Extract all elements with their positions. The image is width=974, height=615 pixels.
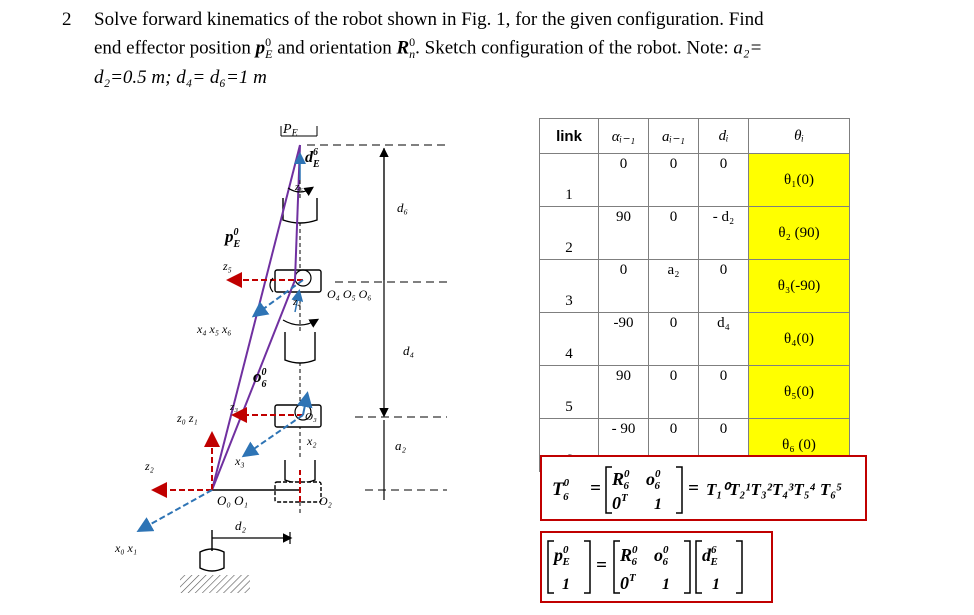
label-z5: z₅ xyxy=(222,259,232,273)
label-z2: z₂ xyxy=(144,459,154,473)
label-z3: z₃ xyxy=(229,401,238,413)
label-o2: O₂ xyxy=(319,494,332,508)
table-header-row: link αᵢ₋₁ aᵢ₋₁ dᵢ θᵢ xyxy=(539,118,850,154)
svg-text:1: 1 xyxy=(662,576,670,593)
cell-theta: θ₄(0) xyxy=(748,312,850,366)
x-axis-3 xyxy=(241,414,304,458)
svg-text:R06: R06 xyxy=(619,544,638,568)
svg-text:p0E: p0E xyxy=(552,544,570,568)
cell-alpha: 0 xyxy=(598,259,649,313)
svg-text:=: = xyxy=(688,478,699,499)
header-a: aᵢ₋₁ xyxy=(648,118,699,154)
label-z4: z₄ xyxy=(292,296,301,308)
label-d2: d₂ xyxy=(235,518,247,533)
table-row: 3 0 a₂ 0 θ₃(-90) xyxy=(539,259,850,313)
cell-a: 0 xyxy=(648,153,699,207)
cell-alpha: 90 xyxy=(598,365,649,419)
cell-theta: θ₁(0) xyxy=(748,153,850,207)
label-a2: a₂ xyxy=(395,438,407,453)
table-row: 2 90 0 - d₂ θ₂ (90) xyxy=(539,206,850,260)
orientation-symbol: R xyxy=(396,37,410,59)
cell-d: - d₂ xyxy=(698,206,749,260)
cell-a: 0 xyxy=(648,206,699,260)
cell-link: 1 xyxy=(539,153,599,207)
cell-link: 2 xyxy=(539,206,599,260)
table-row: 1 0 0 0 θ₁(0) xyxy=(539,153,850,207)
svg-text:o06: o06 xyxy=(654,544,669,568)
cell-d: d₄ xyxy=(698,312,749,366)
label-o3: O₃ xyxy=(305,411,317,423)
problem-line-1: Solve forward kinematics of the robot sh… xyxy=(94,9,764,30)
svg-text:o06: o06 xyxy=(646,468,661,492)
header-link: link xyxy=(539,118,599,154)
cell-theta: θ₃(-90) xyxy=(748,259,850,313)
cell-alpha: -90 xyxy=(598,312,649,366)
cell-d: 0 xyxy=(698,259,749,313)
svg-text:1: 1 xyxy=(562,576,570,593)
cell-a: 0 xyxy=(648,365,699,419)
svg-text:0T: 0T xyxy=(620,572,637,593)
svg-text:=: = xyxy=(590,478,601,499)
cell-link: 5 xyxy=(539,365,599,419)
cell-alpha: 0 xyxy=(598,153,649,207)
cell-alpha: 90 xyxy=(598,206,649,260)
label-z6: z₆ xyxy=(294,181,303,193)
label-z01: z₀ z₁ xyxy=(176,411,198,425)
svg-text:=: = xyxy=(596,555,607,576)
x-axis-01 xyxy=(136,489,213,532)
dh-parameter-table: link αᵢ₋₁ aᵢ₋₁ dᵢ θᵢ 1 0 0 0 θ₁(0) 2 90 … xyxy=(539,118,850,472)
svg-text:0T: 0T xyxy=(612,492,629,513)
problem-number: 2 xyxy=(62,9,72,30)
label-o456: O₄ O₅ O₆ xyxy=(327,287,372,301)
cell-d: 0 xyxy=(698,153,749,207)
svg-text:T06: T06 xyxy=(552,477,570,503)
label-pe: PE xyxy=(282,122,298,139)
vector-o06 xyxy=(211,279,296,491)
base-cylinder xyxy=(199,548,225,572)
problem-statement: 2 Solve forward kinematics of the robot … xyxy=(62,8,962,89)
problem-line-2: end effector position p0E and orientatio… xyxy=(94,35,763,62)
transform-product: T₁⁰T₂¹T₃²T₄³T₅⁴ T₆⁵ xyxy=(706,480,842,499)
joint-block-2 xyxy=(274,481,322,503)
label-x456: x₄ x₅ x₆ xyxy=(196,322,232,336)
cell-theta: θ₅(0) xyxy=(748,365,850,419)
cell-theta: θ₂ (90) xyxy=(748,206,850,260)
table-row: 4 -90 0 d₄ θ₄(0) xyxy=(539,312,850,366)
cell-link: 4 xyxy=(539,312,599,366)
label-x2: x₂ xyxy=(306,434,317,448)
problem-line-3: d₂=0.5 m; d₄= d₆=1 m xyxy=(94,67,267,89)
label-x01: x₀ x₁ xyxy=(114,541,137,555)
svg-text:1: 1 xyxy=(712,576,720,593)
header-theta: θᵢ xyxy=(748,118,850,154)
label-d4: d₄ xyxy=(403,343,415,358)
header-alpha: αᵢ₋₁ xyxy=(598,118,649,154)
x-axis-456 xyxy=(251,279,304,318)
table-row: 5 90 0 0 θ₅(0) xyxy=(539,365,850,419)
label-d6: d₆ xyxy=(397,200,408,215)
cell-link: 3 xyxy=(539,259,599,313)
vector-d6e xyxy=(294,144,301,281)
vector-p0e xyxy=(211,144,301,491)
cell-a: 0 xyxy=(648,312,699,366)
label-o01: O₀ O₁ xyxy=(217,493,248,508)
label-x3: x₃ xyxy=(234,454,245,468)
svg-text:1: 1 xyxy=(654,496,662,513)
cell-a: a₂ xyxy=(648,259,699,313)
header-d: dᵢ xyxy=(698,118,749,154)
ground-hatch xyxy=(180,575,250,593)
cell-d: 0 xyxy=(698,365,749,419)
svg-text:d6E: d6E xyxy=(702,544,718,568)
position-symbol: p xyxy=(255,37,266,59)
svg-text:R06: R06 xyxy=(611,468,630,492)
